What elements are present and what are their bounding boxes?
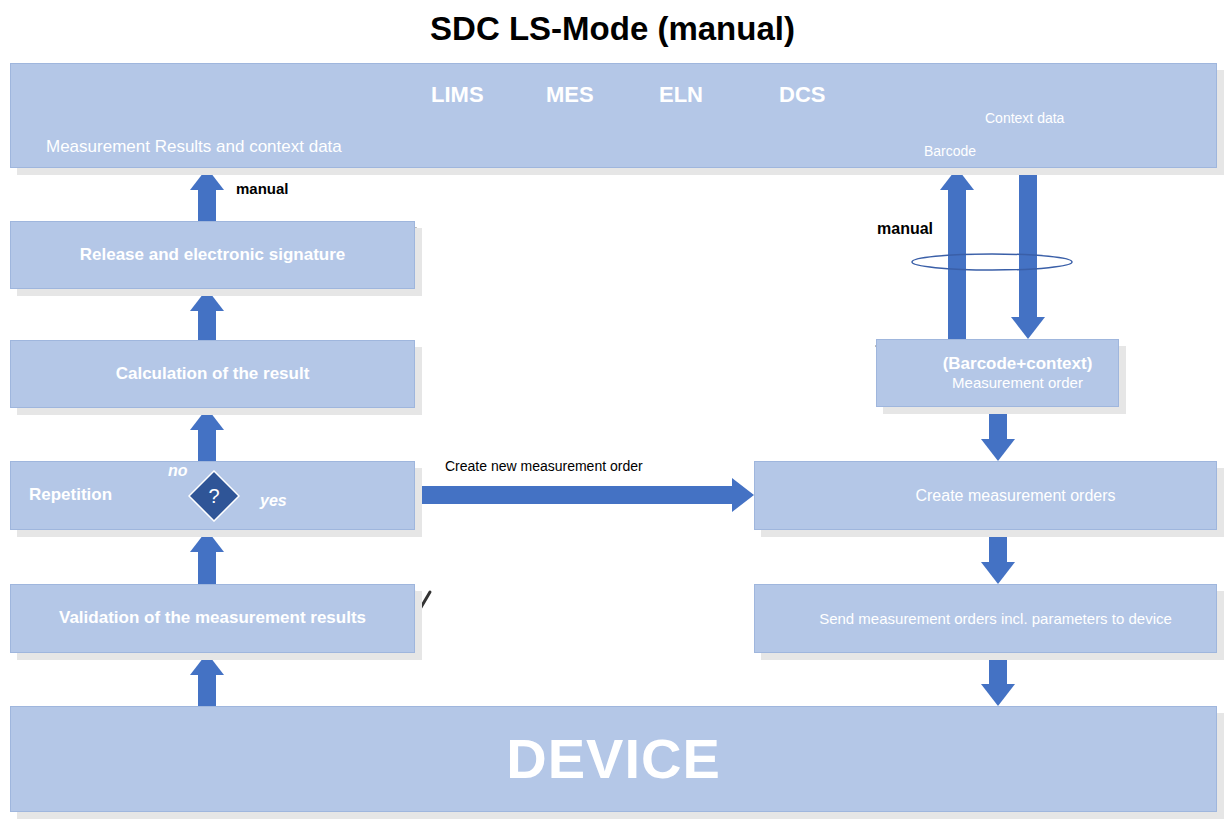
diagram-title: SDC LS-Mode (manual) — [0, 10, 1225, 48]
node-text: Measurement order — [952, 374, 1083, 392]
system-name: MES — [546, 82, 594, 108]
flow-arrow — [981, 407, 1015, 461]
flow-arrow — [190, 289, 224, 340]
decision-diamond: ? — [188, 470, 240, 522]
manual-ring — [912, 254, 1072, 270]
free-label: manual — [877, 220, 933, 238]
node-text: Validation of the measurement results — [59, 608, 366, 628]
system-name: Measurement Results and context data — [46, 137, 342, 157]
node-text: Create measurement orders — [915, 486, 1115, 505]
process-box: Repetition? — [10, 461, 415, 530]
edge-label: Create new measurement order — [445, 458, 643, 474]
system-name: DCS — [779, 82, 825, 108]
flow-arrow — [190, 530, 224, 584]
flow-arrow — [190, 653, 224, 706]
system-name: ELN — [659, 82, 703, 108]
process-box: Validation of the measurement results — [10, 584, 415, 653]
process-box: (Barcode+context)Measurement order — [876, 339, 1119, 407]
process-box: Release and electronic signature — [10, 221, 415, 289]
process-box: Send measurement orders incl. parameters… — [754, 584, 1217, 653]
flow-arrow — [190, 408, 224, 461]
process-box: Create measurement orders — [754, 461, 1217, 530]
edge-label: Barcode — [924, 143, 976, 159]
node-text: DEVICE — [506, 725, 721, 792]
edge-label: Context data — [985, 110, 1064, 126]
flow-arrow — [1011, 168, 1045, 339]
flow-arrow — [940, 168, 974, 339]
node-text: ? — [208, 484, 219, 508]
node-text: Calculation of the result — [116, 364, 310, 384]
flow-arrow — [981, 653, 1015, 706]
process-box: Calculation of the result — [10, 340, 415, 408]
node-text: Release and electronic signature — [80, 245, 346, 265]
edge-label: manual — [236, 180, 289, 197]
device-box: DEVICE — [10, 706, 1217, 812]
node-text: (Barcode+context) — [943, 354, 1093, 374]
flow-arrow — [190, 168, 224, 221]
node-text: Repetition — [29, 485, 112, 505]
free-label: no — [168, 462, 188, 480]
node-text: Send measurement orders incl. parameters… — [819, 610, 1172, 628]
free-label: yes — [260, 492, 287, 510]
flow-arrow — [981, 530, 1015, 584]
system-name: LIMS — [431, 82, 484, 108]
flow-arrow — [415, 478, 754, 512]
